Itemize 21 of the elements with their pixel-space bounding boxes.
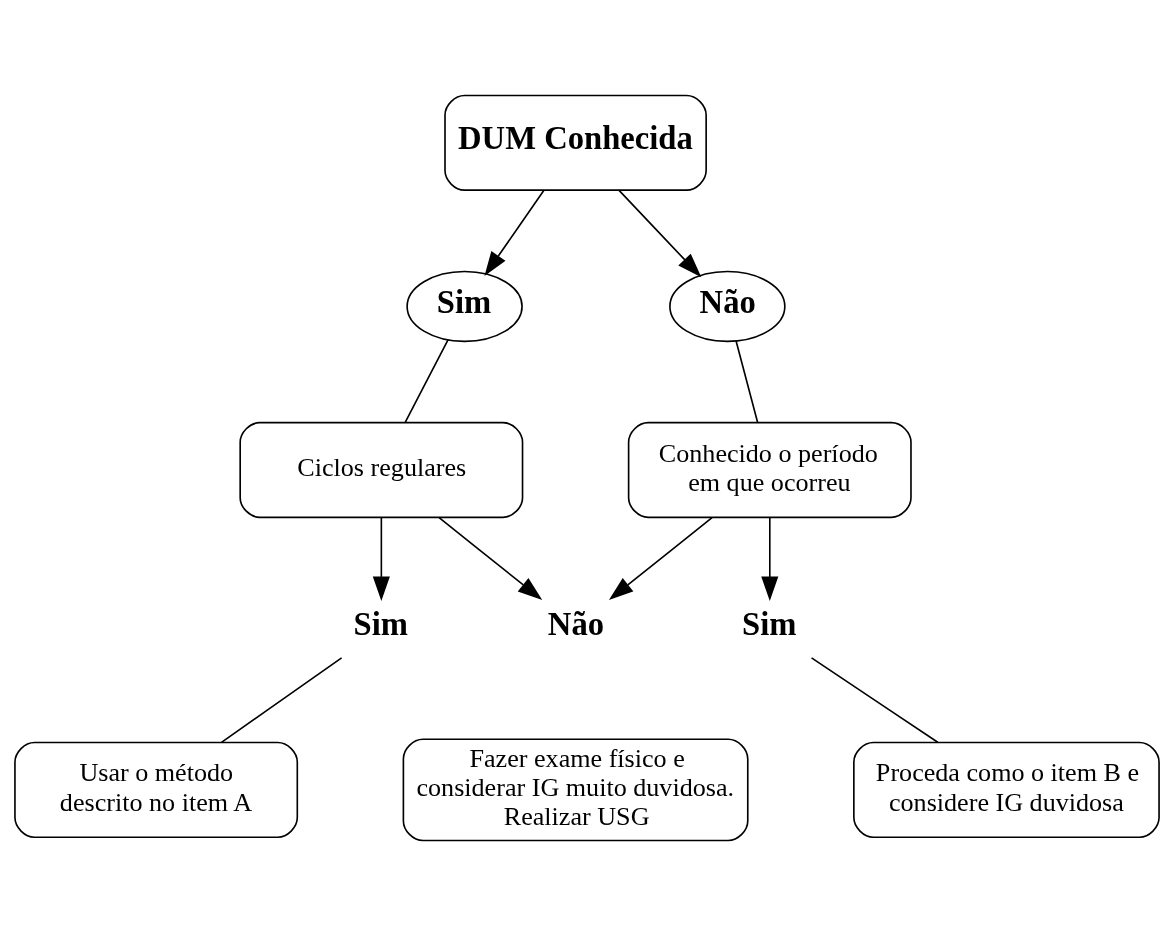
node-text: Sim (353, 605, 408, 642)
arrow (438, 516, 543, 601)
connector (810, 657, 939, 744)
arrow (608, 516, 713, 601)
node-ellipse: Não (669, 270, 786, 343)
arrow (761, 516, 779, 601)
connector (220, 657, 343, 744)
node-ellipse: Sim (406, 270, 523, 343)
node-box: DUM Conhecida (444, 94, 707, 191)
node-box: Fazer exame físico e considerar IG muito duvidosa. Realizar USG (402, 738, 749, 842)
node-box: Ciclos regulares (239, 421, 524, 519)
connector (735, 340, 759, 424)
node-box: Proceda como o item B e considere IG duvidosa (853, 741, 1160, 839)
node-text: Sim (742, 605, 797, 642)
node-text: Não (547, 605, 605, 642)
arrow (484, 189, 545, 277)
node-box: Conhecido o período em que ocorreu (627, 421, 912, 519)
arrow (618, 189, 702, 278)
node-box: Usar o método descrito no item A (14, 741, 299, 839)
arrow (372, 516, 390, 601)
connector (404, 338, 449, 423)
